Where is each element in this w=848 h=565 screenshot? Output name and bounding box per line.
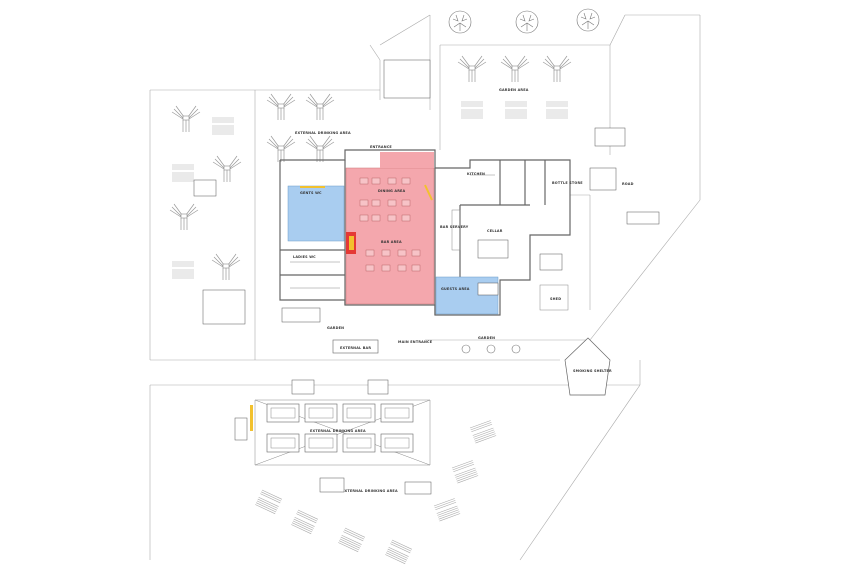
- external-bar-box: [332, 339, 379, 354]
- parasol-table-icon: [211, 253, 241, 281]
- external-bar-label: EXTERNAL BAR: [340, 346, 371, 350]
- garden-area-label: GARDEN AREA: [499, 88, 529, 92]
- dining-area-label: DINING AREA: [378, 189, 406, 193]
- dining-tables: [359, 177, 421, 272]
- shed-label: SHED: [550, 297, 561, 301]
- external-drinking-area-mid-label: EXTERNAL DRINKING AREA: [310, 429, 366, 433]
- tree-icon: [448, 10, 472, 34]
- bench-icon: [433, 498, 461, 522]
- guests-area-label: GUESTS AREA: [441, 287, 470, 291]
- cellar-label: CELLAR: [487, 229, 503, 233]
- parasol-table-icon: [305, 135, 335, 163]
- gents-wc-zone: [287, 185, 345, 242]
- table-icon: [342, 433, 376, 453]
- garden-right-label: GARDEN: [478, 336, 495, 340]
- site-boundary: [149, 14, 701, 561]
- guests-area-zone: [435, 276, 499, 315]
- bar-servery-label: BAR SERVERY: [440, 225, 469, 229]
- table-icon: [266, 403, 300, 423]
- gents-wc-label: GENTS WC: [300, 191, 322, 195]
- parasol-table-icon: [457, 55, 487, 83]
- parasol-table-icon: [171, 105, 201, 133]
- bench-icon: [460, 101, 484, 119]
- bench-icon: [504, 101, 528, 119]
- bench-icon: [545, 101, 569, 119]
- table-icon: [304, 433, 338, 453]
- table-icon: [380, 433, 414, 453]
- smoking-shelter-label: SMOKING SHELTER: [573, 369, 612, 373]
- bar-area-zone: [345, 167, 435, 305]
- bench-icon: [337, 527, 366, 553]
- parasol-table-icon: [500, 55, 530, 83]
- entrance-label: ENTRANCE: [370, 145, 392, 149]
- kitchen-label: KITCHEN: [467, 172, 485, 176]
- table-icon: [304, 403, 338, 423]
- bench-icon: [451, 460, 479, 484]
- bench-icon: [469, 420, 497, 444]
- parasol-table-icon: [212, 155, 242, 183]
- parasol-table-icon: [305, 93, 335, 121]
- accent-marker: [424, 184, 433, 201]
- ladies-wc-label: LADIES WC: [293, 255, 316, 259]
- parasol-table-icon: [169, 203, 199, 231]
- fireplace-flame-icon: [349, 236, 354, 250]
- bench-icon: [290, 509, 319, 535]
- tree-icon: [515, 10, 539, 34]
- bench-icon: [171, 261, 195, 279]
- bench-icon: [211, 117, 235, 135]
- external-drinking-area-label: EXTERNAL DRINKING AREA: [295, 131, 351, 135]
- parasol-table-icon: [266, 135, 296, 163]
- bottle-store-label: BOTTLE STORE: [552, 181, 583, 185]
- external-drinking-area-bottom-label: EXTERNAL DRINKING AREA: [342, 489, 398, 493]
- bench-icon: [254, 489, 283, 515]
- smoking-shelter-outline: [564, 337, 611, 396]
- parasol-table-icon: [266, 93, 296, 121]
- bar-area-label: BAR AREA: [381, 240, 402, 244]
- bench-icon: [384, 539, 413, 565]
- bench-icon: [171, 164, 195, 182]
- heater-strip-icon: [250, 405, 253, 431]
- table-icon: [266, 433, 300, 453]
- table-icon: [342, 403, 376, 423]
- road-label: ROAD: [622, 182, 634, 186]
- planter-icons: [461, 344, 521, 354]
- annotation-notes: [193, 59, 660, 495]
- tree-icon: [576, 8, 600, 32]
- garden-left-label: GARDEN: [327, 326, 344, 330]
- bar-area-zone-upper: [380, 152, 434, 168]
- parasol-table-icon: [542, 55, 572, 83]
- main-entrance-label: MAIN ENTRANCE: [398, 340, 433, 344]
- table-icon: [380, 403, 414, 423]
